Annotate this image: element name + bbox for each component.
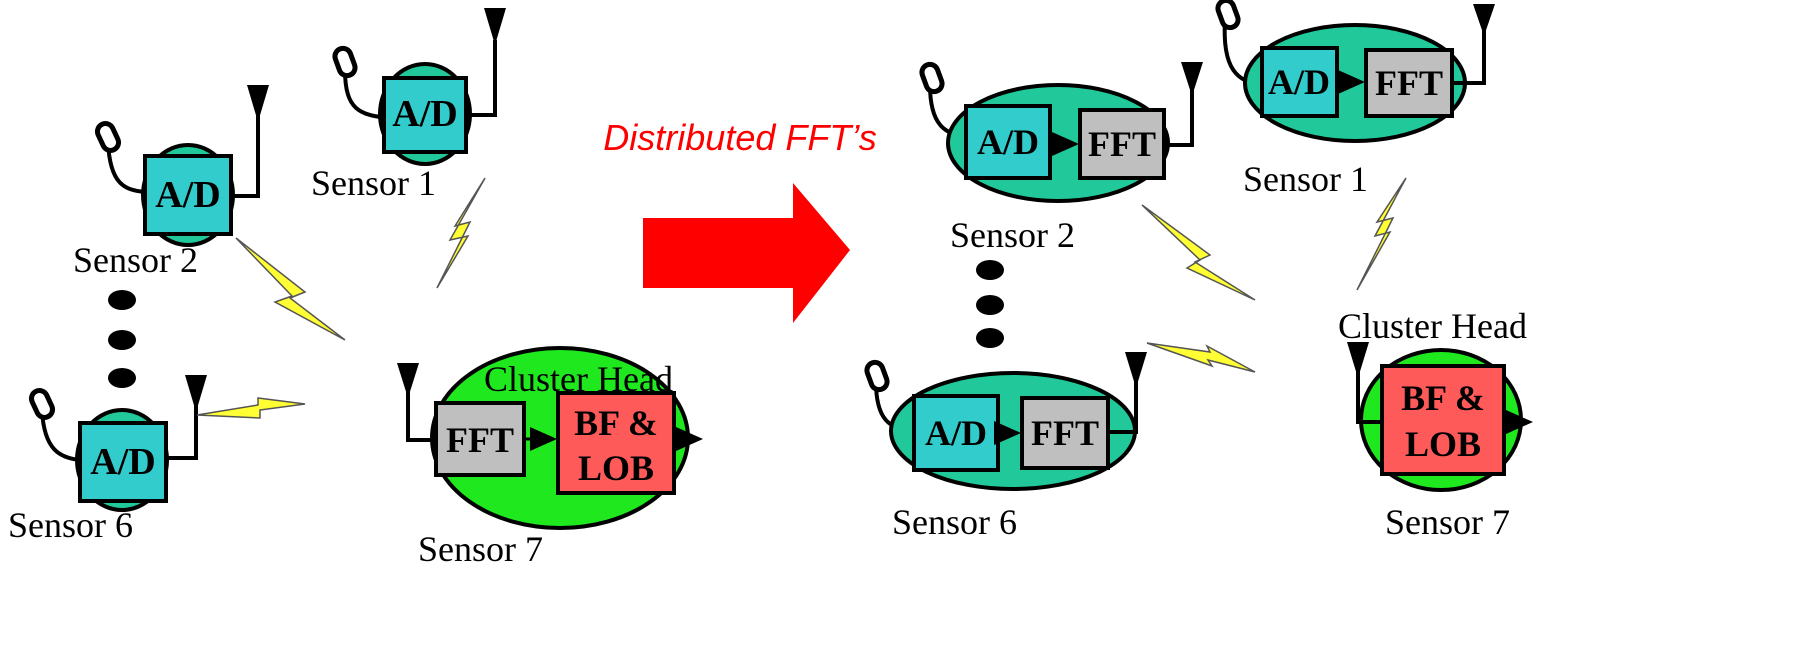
antenna-icon <box>185 375 207 412</box>
right-sensor-2-label: Sensor 2 <box>950 215 1075 255</box>
antenna-icon <box>1125 352 1147 388</box>
bf-line1-label: BF & <box>574 403 658 443</box>
microphone-cable <box>40 409 81 462</box>
fft-label: FFT <box>1375 63 1443 103</box>
lightning-bolt-icon <box>235 237 346 341</box>
right-sensor-1-label: Sensor 1 <box>1243 159 1368 199</box>
lightning-bolt-icon <box>196 397 306 419</box>
right-sensor-6-node: A/D FFT <box>865 352 1147 491</box>
antenna-icon <box>1181 62 1203 96</box>
fft-label: FFT <box>446 420 514 460</box>
fft-label: FFT <box>1088 124 1156 164</box>
left-sensor-6-label: Sensor 6 <box>8 505 133 545</box>
ad-block <box>964 104 1052 180</box>
antenna-icon <box>397 363 419 398</box>
ad-label: A/D <box>155 174 220 216</box>
ad-label: A/D <box>90 441 155 483</box>
right-sensor-7-label: Sensor 7 <box>1385 502 1510 542</box>
lightning-bolt-icon <box>1146 342 1256 373</box>
distributed-fft-title: Distributed FFT’s <box>603 117 876 158</box>
ad-block <box>143 154 233 236</box>
bf-line1-label: BF & <box>1401 378 1485 418</box>
right-sensor-2-node: A/D FFT <box>920 62 1203 203</box>
right-sensor-6-label: Sensor 6 <box>892 502 1017 542</box>
microphone-icon <box>920 62 945 94</box>
microphone-icon <box>29 388 55 420</box>
right-ellipsis-dots <box>976 260 1004 348</box>
fft-block <box>1364 48 1454 118</box>
microphone-icon <box>1216 0 1241 30</box>
ad-block <box>912 394 1000 472</box>
ad-label: A/D <box>925 413 987 453</box>
microphone-icon <box>865 360 890 392</box>
bf-line2-label: LOB <box>1405 424 1481 464</box>
left-sensor-2-label: Sensor 2 <box>73 240 198 280</box>
bf-lob-block <box>556 391 676 495</box>
left-cluster-head-label: Cluster Head <box>484 359 673 399</box>
right-cluster-head-node: BF & LOB <box>1347 342 1533 492</box>
ad-block <box>78 421 168 503</box>
microphone-icon <box>95 121 121 153</box>
fft-block <box>1078 108 1166 180</box>
ad-label: A/D <box>392 93 457 135</box>
microphone-icon <box>333 46 358 78</box>
lightning-bolt-icon <box>1356 177 1407 291</box>
right-sensor-1-node: A/D FFT <box>1216 0 1495 143</box>
ad-block <box>382 76 468 154</box>
left-sensor-6-node: A/D <box>29 375 207 512</box>
bf-line2-label: LOB <box>578 448 654 488</box>
antenna-icon <box>1473 4 1495 36</box>
right-cluster-head-label: Cluster Head <box>1338 306 1527 346</box>
ad-block <box>1260 46 1339 118</box>
left-ellipsis-dots <box>108 290 136 388</box>
lightning-bolt-icon <box>1141 204 1256 301</box>
fft-label: FFT <box>1031 413 1099 453</box>
left-sensor-1-label: Sensor 1 <box>311 163 436 203</box>
ad-label: A/D <box>977 122 1039 162</box>
lightning-bolt-icon <box>436 177 486 289</box>
left-cluster-head-node: FFT BF & LOB <box>397 346 703 530</box>
antenna-icon <box>1347 342 1369 378</box>
transition-arrow-icon <box>643 183 850 323</box>
left-sensor-7-label: Sensor 7 <box>418 529 543 569</box>
left-sensor-2-node: A/D <box>95 85 269 247</box>
antenna-icon <box>484 8 506 45</box>
bf-lob-block <box>1380 364 1506 476</box>
antenna-icon <box>247 85 269 122</box>
ad-label: A/D <box>1268 62 1330 102</box>
left-sensor-1-node: A/D <box>333 8 506 166</box>
